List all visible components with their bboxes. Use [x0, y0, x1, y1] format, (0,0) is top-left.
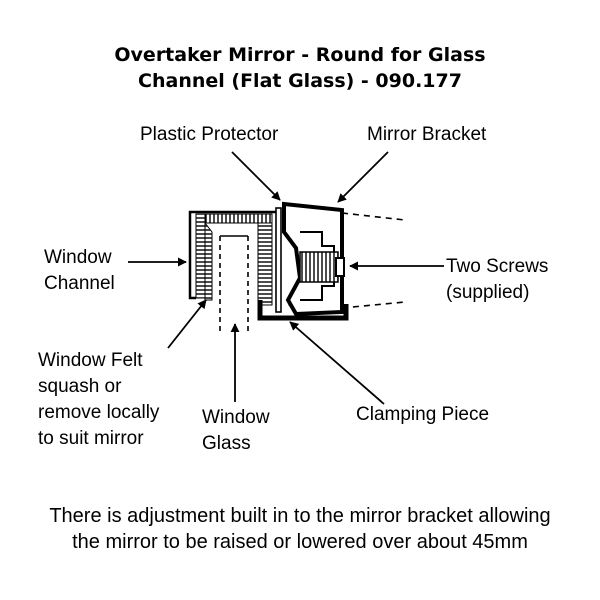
label-two-screws-line-1: Two Screws	[446, 256, 549, 277]
label-plastic-protector: Plastic Protector	[140, 124, 279, 145]
label-window-channel-line-1: Window	[44, 247, 112, 268]
screw-icon	[299, 251, 345, 283]
label-window-felt-line-3: remove locally	[38, 402, 160, 423]
label-window-glass-line-1: Window	[202, 407, 270, 428]
arrow-window-felt	[167, 299, 207, 349]
label-window-felt-line-1: Window Felt	[38, 350, 143, 371]
diagram-title-line-1: Overtaker Mirror - Round for Glass	[114, 44, 486, 66]
diagram-title-line-2: Channel (Flat Glass) - 090.177	[138, 70, 462, 92]
label-mirror-bracket: Mirror Bracket	[367, 124, 487, 145]
label-window-felt-line-2: squash or	[38, 376, 122, 397]
label-window-glass-line-2: Glass	[202, 433, 251, 454]
label-two-screws-line-2: (supplied)	[446, 282, 530, 303]
window-felt	[257, 222, 273, 306]
plastic-protector	[275, 207, 282, 313]
leader-arrows	[128, 151, 444, 405]
window-channel	[188, 210, 276, 301]
arrow-clamping-piece	[289, 321, 385, 405]
arrow-plastic-protector	[231, 151, 281, 201]
caption-line-2: the mirror to be raised or lowered over …	[72, 531, 528, 553]
label-window-channel-line-2: Channel	[44, 273, 115, 294]
label-window-felt-line-4: to suit mirror	[38, 428, 144, 449]
arrow-mirror-bracket	[337, 151, 389, 203]
caption-line-1: There is adjustment built in to the mirr…	[49, 505, 551, 527]
window-glass	[219, 235, 249, 332]
label-clamping-piece: Clamping Piece	[356, 404, 490, 425]
